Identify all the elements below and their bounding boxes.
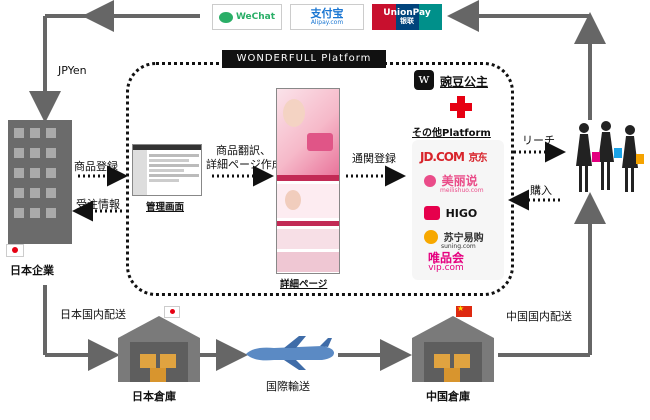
company-label: 日本企業 xyxy=(10,264,54,277)
domestic-japan-label: 日本国内配送 xyxy=(60,308,126,321)
japan-flag xyxy=(6,244,24,257)
japan-warehouse-flag-dot xyxy=(169,309,175,314)
wandou-label: 豌豆公主 xyxy=(440,75,489,89)
suning-logo: 苏宁易购 suning.com xyxy=(424,228,484,250)
jd-logo: JD.COM 京东 xyxy=(420,150,488,164)
china-flag: ★ xyxy=(456,304,472,317)
china-flag-star: ★ xyxy=(457,304,465,313)
shoppers-icon xyxy=(576,121,644,192)
domestic-china-label: 中国国内配送 xyxy=(506,310,572,323)
suning-icon xyxy=(424,229,438,244)
company-building-icon xyxy=(8,120,72,244)
international-label: 国際輸送 xyxy=(266,380,310,393)
wandou-app-icon: w xyxy=(414,70,434,90)
japan-warehouse-flag xyxy=(164,306,180,318)
china-warehouse-label: 中国倉庫 xyxy=(426,390,470,403)
admin-screen-image xyxy=(132,144,202,196)
japan-warehouse-icon xyxy=(118,316,200,382)
order-info-label: 受注情報 xyxy=(76,198,120,211)
unionpay-logo: UnionPay 银联 xyxy=(372,4,442,30)
higo-logo: HIGO xyxy=(424,204,477,220)
meilishuo-icon xyxy=(424,174,436,187)
alipay-logo: 支付宝 Alipay.com xyxy=(290,4,364,30)
platform-title: WONDERFULL Platform xyxy=(222,50,386,68)
wechat-logo: WeChat xyxy=(212,4,282,30)
admin-screen-label: 管理画面 xyxy=(146,202,185,213)
currency-label: JPYen xyxy=(58,64,87,77)
purchase-label: 購入 xyxy=(530,184,552,197)
airplane-icon xyxy=(246,336,334,370)
other-platform-label: その他Platform xyxy=(412,128,491,139)
higo-icon xyxy=(424,205,440,220)
product-registration-label: 商品登録 xyxy=(74,160,118,173)
plus-icon xyxy=(450,96,472,118)
vip-logo: 唯品会 vip.com xyxy=(428,251,465,273)
wechat-icon xyxy=(218,11,233,23)
reach-label: リーチ xyxy=(522,134,555,147)
japan-warehouse-label: 日本倉庫 xyxy=(132,390,176,403)
detail-page-image xyxy=(276,88,340,274)
translate-label-2: 詳細ページ作成 xyxy=(206,158,283,171)
translate-label-1: 商品翻訳、 xyxy=(216,144,271,157)
meilishuo-logo: 美丽说 meilishuo.com xyxy=(424,172,484,194)
customs-registration-label: 通関登録 xyxy=(352,152,396,165)
china-warehouse-icon xyxy=(412,316,494,382)
detail-page-label: 詳細ページ xyxy=(280,279,328,290)
japan-flag-dot xyxy=(12,247,18,253)
